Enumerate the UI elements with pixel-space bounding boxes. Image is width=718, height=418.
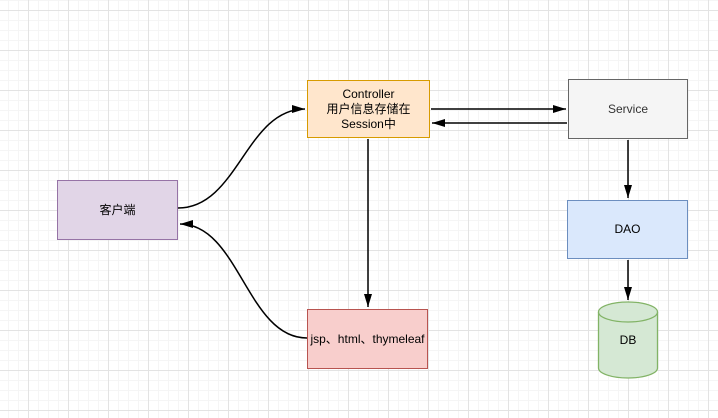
node-service-label: Service bbox=[607, 101, 648, 116]
node-db-cylinder[interactable] bbox=[597, 301, 659, 379]
node-client[interactable]: 客户端 bbox=[57, 180, 178, 240]
node-controller-label: Controller 用户信息存储在 Session中 bbox=[326, 86, 411, 131]
node-controller[interactable]: Controller 用户信息存储在 Session中 bbox=[307, 80, 430, 138]
edge-view-to-client[interactable] bbox=[179, 220, 308, 339]
node-view[interactable]: jsp、html、thymeleaf bbox=[307, 309, 428, 369]
node-view-label: jsp、html、thymeleaf bbox=[310, 331, 425, 346]
db-cylinder-body bbox=[597, 312, 659, 379]
edge-client-to-controller[interactable] bbox=[177, 105, 306, 209]
node-service[interactable]: Service bbox=[568, 79, 688, 139]
node-dao[interactable]: DAO bbox=[567, 200, 688, 259]
db-cylinder-top bbox=[597, 301, 659, 323]
node-dao-label: DAO bbox=[614, 222, 641, 236]
node-client-label: 客户端 bbox=[99, 202, 136, 217]
